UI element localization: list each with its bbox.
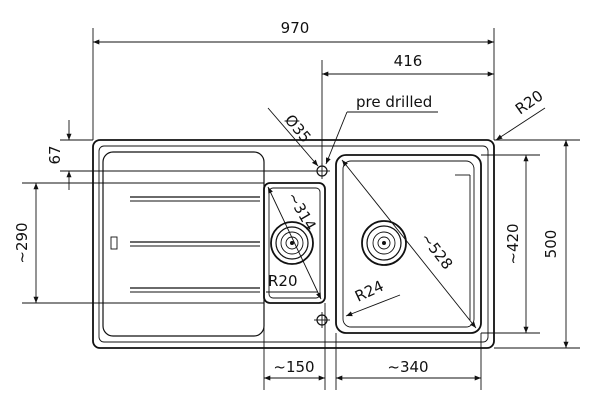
small-bowl-radius-label: R20	[268, 272, 298, 290]
large-bowl-diagonal-label: ~528	[417, 229, 457, 273]
corner-radius-label: R20	[512, 87, 547, 119]
drill-note-leader	[325, 111, 348, 165]
overall-width-label: 970	[281, 19, 310, 37]
large-bowl-drain-icon	[361, 220, 407, 266]
tap-holes	[314, 163, 330, 328]
drainer-height-label: ~290	[13, 222, 31, 263]
large-bowl-outer	[335, 154, 482, 334]
drainer-board	[102, 151, 265, 337]
bowl-depth-label: ~420	[504, 223, 522, 264]
corner-radius-leader	[495, 107, 546, 141]
dim-edge-offset	[60, 120, 316, 190]
drainer-outline	[102, 151, 265, 337]
large-bowl-radius-label: R24	[352, 277, 386, 306]
sink-outer-edge	[92, 139, 495, 349]
dim-small-bowl-width	[263, 303, 326, 390]
overflow-slot	[110, 236, 118, 250]
sink-outline	[92, 139, 495, 349]
dim-right-bowl-offset	[321, 60, 494, 165]
edge-offset-label: 67	[46, 145, 64, 164]
sink-inner-edge	[98, 145, 489, 343]
dim-overall-depth	[494, 139, 580, 349]
large-bowl-width-label: ~340	[387, 358, 428, 376]
small-bowl-width-label: ~150	[273, 358, 314, 376]
large-bowl-diagonal-line	[341, 159, 477, 329]
dim-bowl-depth	[481, 154, 540, 334]
drill-note-label: pre drilled	[356, 93, 432, 111]
drill-diameter-leader	[267, 107, 319, 167]
dim-overall-width	[92, 28, 495, 140]
right-bowl-offset-label: 416	[394, 52, 423, 70]
dim-drainer-height	[22, 182, 264, 304]
small-bowl-outer	[263, 182, 326, 304]
overall-depth-label: 500	[542, 230, 560, 259]
small-bowl-diagonal-line	[267, 186, 322, 300]
dim-large-bowl-width	[335, 333, 482, 390]
